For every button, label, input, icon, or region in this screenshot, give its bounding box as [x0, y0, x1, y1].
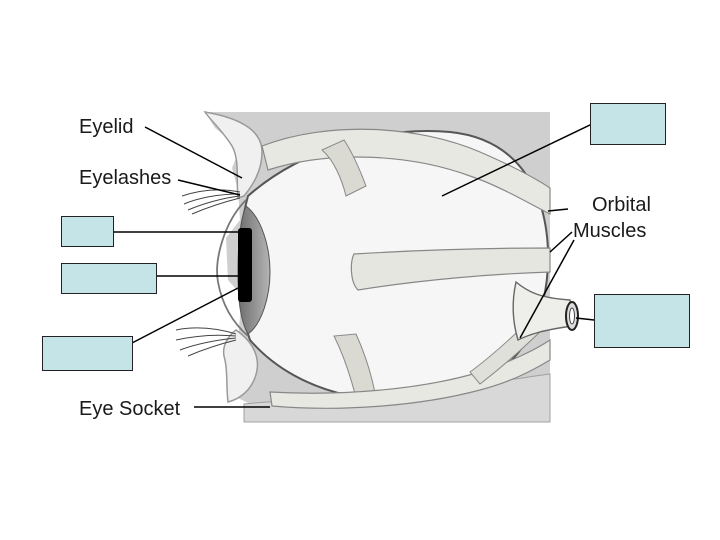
blank-1-leader [441, 123, 593, 197]
muscles-label: Muscles [573, 220, 647, 242]
blank-5-leader [575, 317, 595, 321]
inferior-muscle [269, 338, 551, 409]
pupil [238, 228, 252, 302]
orbital-leader-2 [549, 231, 573, 253]
blank-answer-box-5[interactable] [594, 294, 690, 348]
blank-answer-box-2[interactable] [61, 216, 114, 247]
blank-answer-box-3[interactable] [61, 263, 157, 294]
orbital-leader-1 [547, 208, 569, 212]
upper-eyelid [203, 110, 263, 200]
cornea [216, 199, 249, 337]
lower-eyelid [222, 329, 259, 403]
blank-answer-box-4[interactable] [42, 336, 133, 371]
eye-socket-label: Eye Socket [79, 398, 181, 420]
blank-answer-box-1[interactable] [590, 103, 666, 145]
optic-nerve [512, 280, 573, 341]
blank-4-leader [131, 287, 239, 344]
eyelashes-bottom [175, 327, 237, 357]
lateral-rectus-muscle [350, 247, 551, 291]
orbital-label: Orbital [592, 194, 651, 216]
upper-small-muscle [321, 139, 367, 197]
eyelid-leader [144, 126, 243, 179]
eyelid-label: Eyelid [79, 116, 134, 138]
orbital-leader-3 [519, 239, 575, 339]
optic-nerve-core [569, 307, 575, 325]
eyelashes-leader [177, 179, 241, 196]
eyelashes-label: Eyelashes [79, 167, 172, 189]
